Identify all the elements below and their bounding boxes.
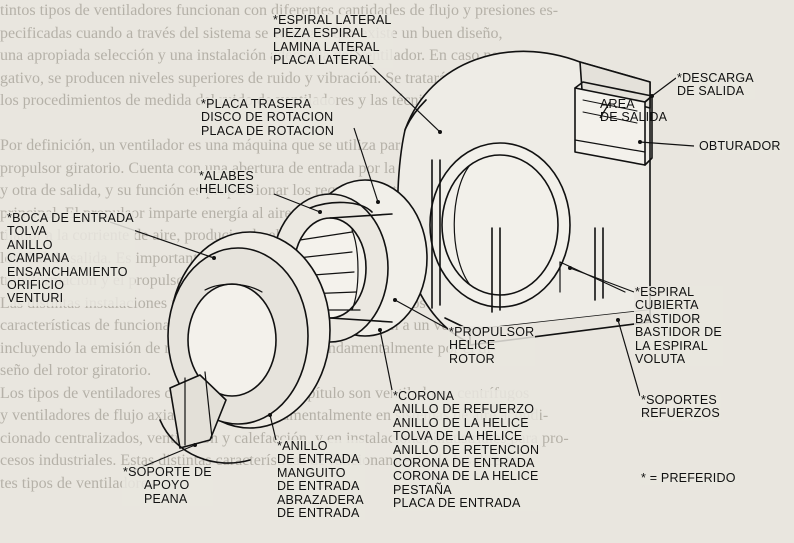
label-soportes: *SOPORTES REFUERZOS: [640, 393, 721, 421]
label-boca-entrada: *BOCA DE ENTRADA TOLVA ANILLO CAMPANA EN…: [6, 211, 135, 306]
background-text-line: tintos tipos de ventiladores funcionan c…: [0, 2, 559, 19]
label-alabes: *ALABES HELICES: [198, 169, 255, 197]
label-area-salida: AREA DE SALIDA: [600, 97, 668, 125]
label-corona: *CORONA ANILLO DE REFUERZO ANILLO DE LA …: [392, 389, 541, 511]
fan-inlet-cone: [159, 231, 331, 464]
label-obturador: OBTURADOR: [698, 139, 782, 154]
label-espiral: *ESPIRAL CUBIERTA BASTIDOR BASTIDOR DE L…: [634, 285, 723, 367]
background-text-line: tes tipos de ventiladores: [0, 474, 155, 492]
label-propulsor: *PROPULSOR HELICE ROTOR: [448, 325, 536, 367]
legend-preferido: * = PREFERIDO: [640, 471, 737, 486]
label-descarga: *DESCARGA DE SALIDA: [676, 71, 755, 99]
label-anillo-entrada: *ANILLO DE ENTRADA MANGUITO DE ENTRADA A…: [276, 439, 365, 521]
label-placa-trasera: *PLACA TRASERA DISCO DE ROTACION PLACA D…: [200, 97, 336, 139]
fan-housing: [396, 50, 653, 346]
background-text-line: seño del rotor giratorio.: [0, 362, 152, 379]
background-text-line: gativo, se producen niveles superiores d…: [0, 69, 510, 87]
label-soporte-apoyo: *SOPORTE DE APOYO PEANA: [122, 465, 213, 507]
label-espiral-lateral: *ESPIRAL LATERAL PIEZA ESPIRAL LAMINA LA…: [272, 13, 393, 68]
